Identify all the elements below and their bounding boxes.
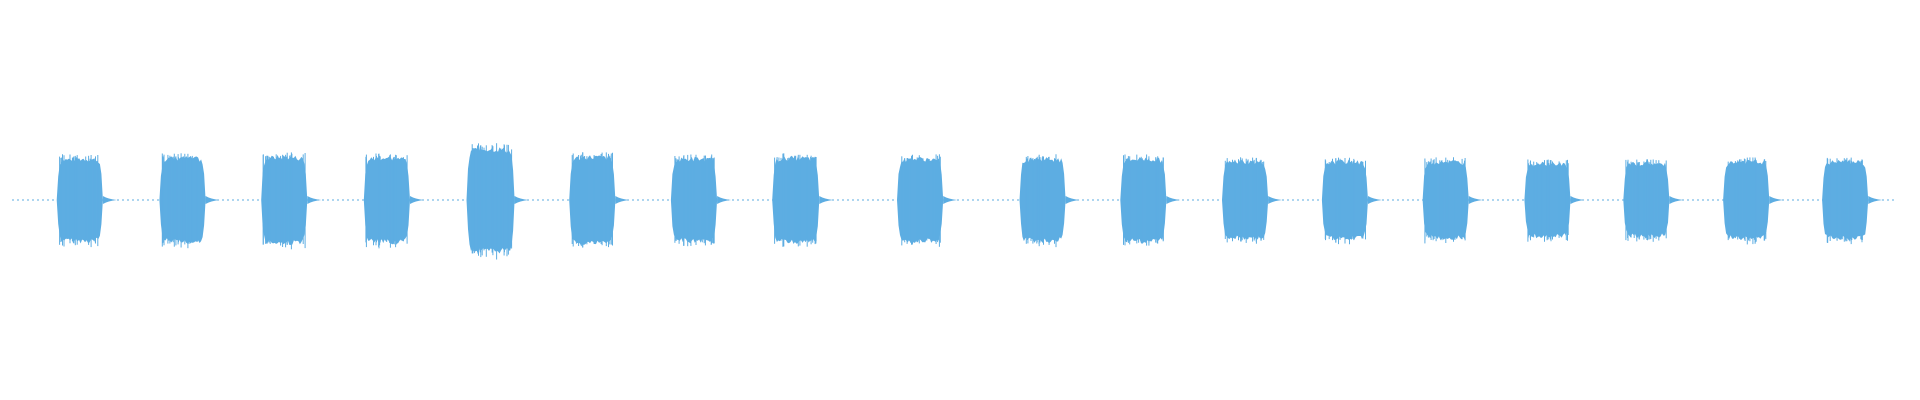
waveform-tail (1669, 196, 1684, 204)
waveform-tail (1468, 196, 1483, 204)
waveform-tail (1368, 196, 1383, 204)
waveform-burst (897, 156, 944, 243)
waveform-tail (819, 196, 834, 204)
waveform-burst (1120, 157, 1167, 244)
waveform-tail (1868, 196, 1883, 204)
waveform-tail (615, 196, 630, 204)
waveform-tail (1166, 196, 1181, 204)
waveform-burst (1723, 159, 1770, 241)
waveform-tail (307, 196, 322, 204)
waveform-tail (514, 196, 529, 204)
waveform-tail (205, 196, 220, 204)
waveform-tail (409, 196, 424, 204)
waveform-tail (943, 196, 958, 204)
waveform-burst (261, 154, 308, 245)
waveform-tail (1268, 196, 1283, 204)
waveform-tail (1570, 196, 1585, 204)
waveform-tail (1065, 196, 1080, 204)
waveform-bursts (56, 143, 1883, 260)
waveform-tail (102, 196, 117, 204)
waveform-tail (717, 196, 732, 204)
waveform-tail (1769, 196, 1784, 204)
